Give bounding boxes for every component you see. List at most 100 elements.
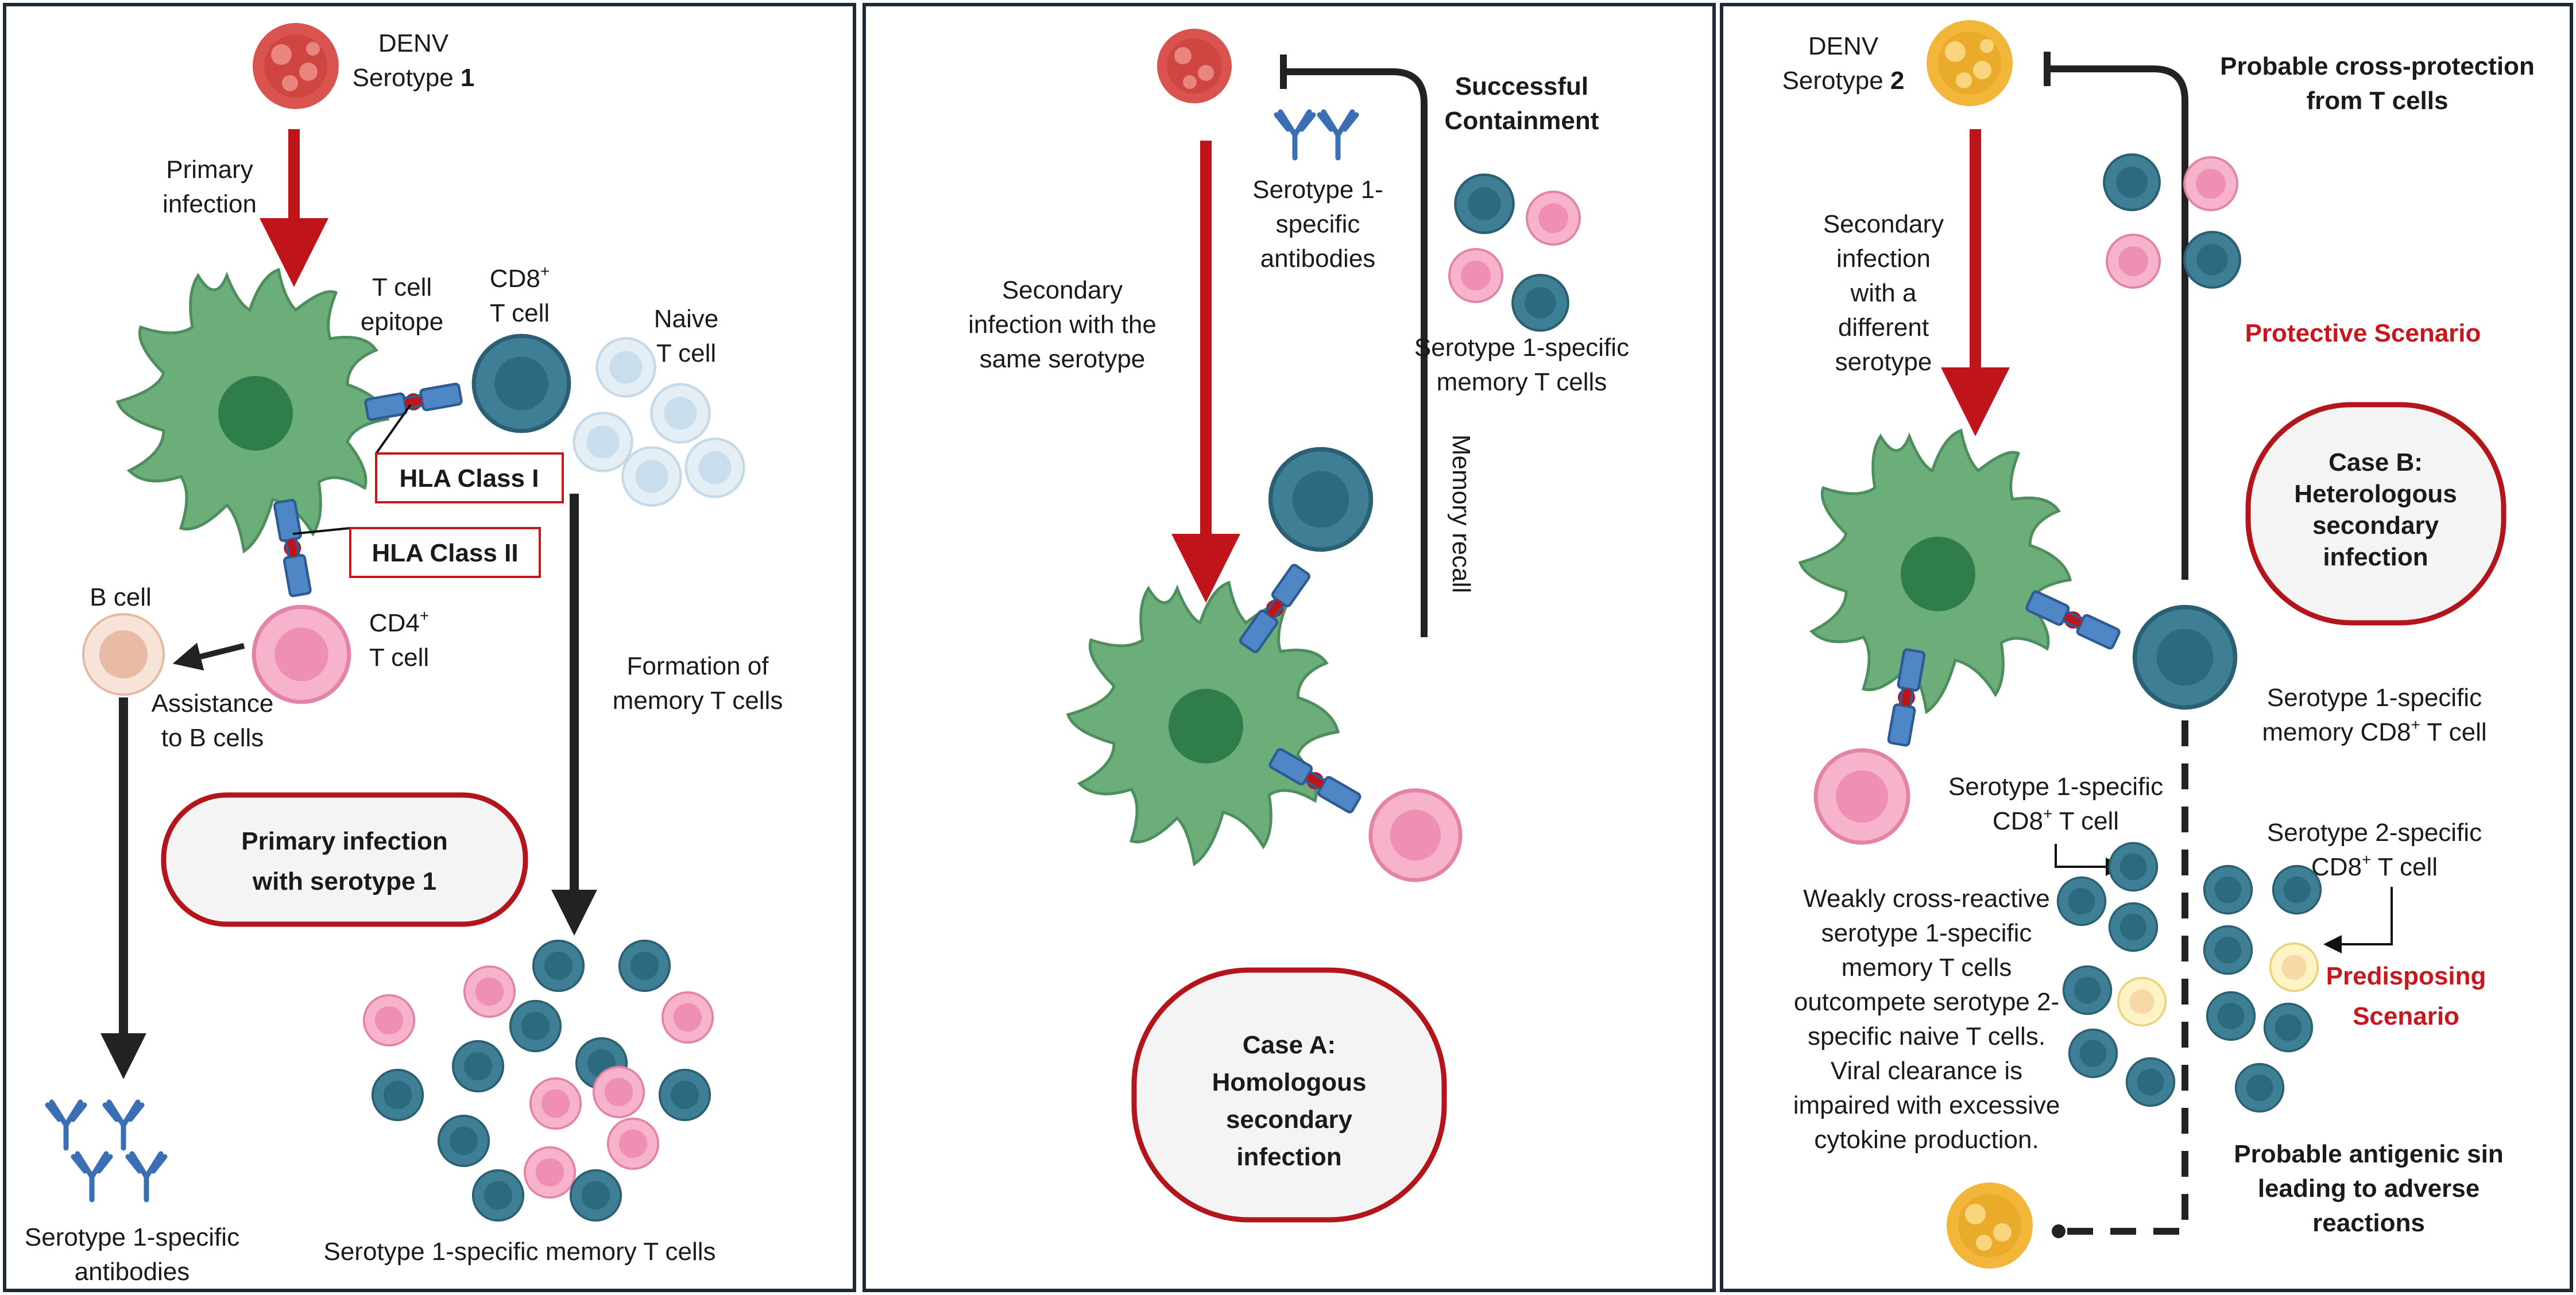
memory-cd8-t-cell-p3 xyxy=(2135,607,2235,708)
p3-case-line1: Case B: xyxy=(2329,448,2423,476)
p3-weak-line7: impaired with excessive xyxy=(1793,1091,2060,1119)
p1-epitope-line2: epitope xyxy=(361,308,443,336)
assist-arrow xyxy=(172,642,245,671)
p1-box-line1: Primary infection xyxy=(241,827,447,855)
p3-case-line4: infection xyxy=(2323,543,2428,571)
cd4-t-cell-p2 xyxy=(1371,790,1460,880)
cd4-t-cell-p1 xyxy=(254,607,349,702)
p1-primary-line2: infection xyxy=(163,190,257,218)
p3-sin-line3: reactions xyxy=(2312,1209,2425,1237)
denv-serotype-1-virus-icon-p2 xyxy=(1157,29,1232,103)
p1-formation-line2: memory T cells xyxy=(613,687,783,715)
s2cd8-pointer-arrow xyxy=(2323,887,2393,953)
dendritic-cell-p1 xyxy=(115,267,390,554)
p1-primary-line1: Primary xyxy=(166,156,253,184)
p2-antibodies-line2: specific xyxy=(1276,210,1360,238)
p3-secondary-line3: with a xyxy=(1850,279,1917,307)
p3-secondary-line4: different xyxy=(1838,313,1929,342)
p2-antibodies-line1: Serotype 1- xyxy=(1252,176,1383,204)
dendritic-cell-p2 xyxy=(1066,580,1340,867)
p2-secondary-line2: infection with the xyxy=(968,311,1157,339)
p1-box-line2: with serotype 1 xyxy=(252,867,436,895)
dashed-path-end-dot xyxy=(2052,1224,2066,1238)
p3-cross-line2: from T cells xyxy=(2307,87,2449,115)
hla2-label-box xyxy=(349,527,541,578)
p3-weak-line4: outcompete serotype 2- xyxy=(1794,988,2059,1016)
p1-cd8-line2: T cell xyxy=(490,299,550,327)
p3-s2cd8-line2: CD8+ T cell xyxy=(2311,851,2438,881)
p3-weak-line8: cytokine production. xyxy=(1814,1126,2039,1154)
p1-cd4-line2: T cell xyxy=(369,643,429,672)
p3-secondary-line5: serotype xyxy=(1835,348,1932,376)
p1-bcell: B cell xyxy=(90,583,152,611)
p3-case-line3: secondary xyxy=(2312,511,2439,540)
denv-serotype-2-virus-bottom-icon xyxy=(1947,1182,2033,1269)
hla1-label-box xyxy=(375,452,564,503)
p1-virus-label-line2: Serotype 1 xyxy=(353,64,475,92)
p3-s1cd8-line2: CD8+ T cell xyxy=(1993,805,2119,835)
p1-memory-label: Serotype 1-specific memory T cells xyxy=(323,1238,715,1266)
p2-case-line2: Homologous xyxy=(1212,1068,1367,1096)
p3-predisposing-line1: Predisposing xyxy=(2326,962,2486,990)
p3-protective: Protective Scenario xyxy=(2245,319,2481,347)
p2-case-line4: infection xyxy=(1236,1143,1341,1171)
p2-memory-recall: Memory recall xyxy=(1447,435,1475,593)
s1cd8-pointer-arrow xyxy=(2055,844,2124,876)
p1-formation-line1: Formation of xyxy=(627,652,769,680)
hla2-pointer-line xyxy=(292,527,351,535)
p3-secondary-line1: Secondary xyxy=(1823,210,1944,238)
p3-sin-line1: Probable antigenic sin xyxy=(2234,1140,2503,1168)
p3-virus-label-line2: Serotype 2 xyxy=(1782,67,1905,95)
p2-memory-line1: Serotype 1-specific xyxy=(1414,334,1629,362)
cd8-t-cell-p2 xyxy=(1271,449,1371,550)
p2-case-line3: secondary xyxy=(1226,1106,1353,1134)
p3-s1cd8-line1: Serotype 1-specific xyxy=(1948,773,2163,801)
p3-secondary-line2: infection xyxy=(1836,245,1931,273)
b-cell-icon xyxy=(82,613,165,696)
p3-virus-label-line1: DENV xyxy=(1808,32,1879,60)
p1-epitope-line1: T cell xyxy=(372,273,432,301)
p2-containment-line1: Successful xyxy=(1455,72,1588,100)
p3-weak-line2: serotype 1-specific xyxy=(1821,919,2032,947)
p3-weak-line5: specific naive T cells. xyxy=(1808,1022,2045,1050)
p1-assist-line2: to B cells xyxy=(161,724,264,752)
cd4-t-cell-p3 xyxy=(1816,750,1908,843)
cross-protection-inhibition-line xyxy=(2047,65,2188,580)
p1-antibodies-line1: Serotype 1-specific xyxy=(25,1223,239,1251)
p3-cross-line1: Probable cross-protection xyxy=(2220,52,2535,80)
p3-case-line2: Heterologous xyxy=(2294,480,2457,508)
p1-cd4-line1: CD4+ xyxy=(369,607,429,637)
p3-sin-line2: leading to adverse xyxy=(2258,1174,2480,1203)
p3-weak-line6: Viral clearance is xyxy=(1831,1057,2022,1085)
dendritic-cell-p3 xyxy=(1798,428,2072,715)
memory-recall-inhibition-line xyxy=(1283,68,1428,637)
p1-naive-line1: Naive xyxy=(654,305,719,333)
p3-s2cd8-line1: Serotype 2-specific xyxy=(2267,819,2482,847)
cd8-t-cell-p1 xyxy=(474,336,569,431)
p1-hla2: HLA Class II xyxy=(372,539,518,567)
p1-antibodies-line2: antibodies xyxy=(75,1258,190,1286)
p3-weak-line3: memory T cells xyxy=(1842,953,2012,982)
denv-serotype-2-virus-icon xyxy=(1927,20,2013,106)
p3-predisposing-line2: Scenario xyxy=(2353,1002,2459,1030)
p2-memory-line2: memory T cells xyxy=(1437,368,1607,396)
p3-weak-line1: Weakly cross-reactive xyxy=(1803,885,2050,913)
case-b-callout xyxy=(2245,402,2507,626)
p3-memcd8-line2: memory CD8+ T cell xyxy=(2262,716,2486,746)
primary-infection-callout xyxy=(161,792,528,927)
p2-antibodies-line3: antibodies xyxy=(1260,245,1376,273)
p1-naive-line2: T cell xyxy=(656,339,716,367)
case-a-callout xyxy=(1131,967,1447,1223)
p1-cd8-line1: CD8+ xyxy=(490,262,550,293)
p2-case-line1: Case A: xyxy=(1243,1031,1336,1059)
p1-hla1: HLA Class I xyxy=(400,464,539,493)
hla1-pointer-line xyxy=(375,404,412,455)
p1-assist-line1: Assistance xyxy=(152,689,274,718)
denv-serotype-1-virus-icon xyxy=(253,23,339,109)
p3-memcd8-line1: Serotype 1-specific xyxy=(2267,684,2482,712)
p2-containment-line2: Containment xyxy=(1445,107,1599,135)
p1-virus-label-line1: DENV xyxy=(378,29,449,57)
p2-secondary-line3: same serotype xyxy=(980,345,1146,373)
p2-secondary-line1: Secondary xyxy=(1002,276,1123,304)
